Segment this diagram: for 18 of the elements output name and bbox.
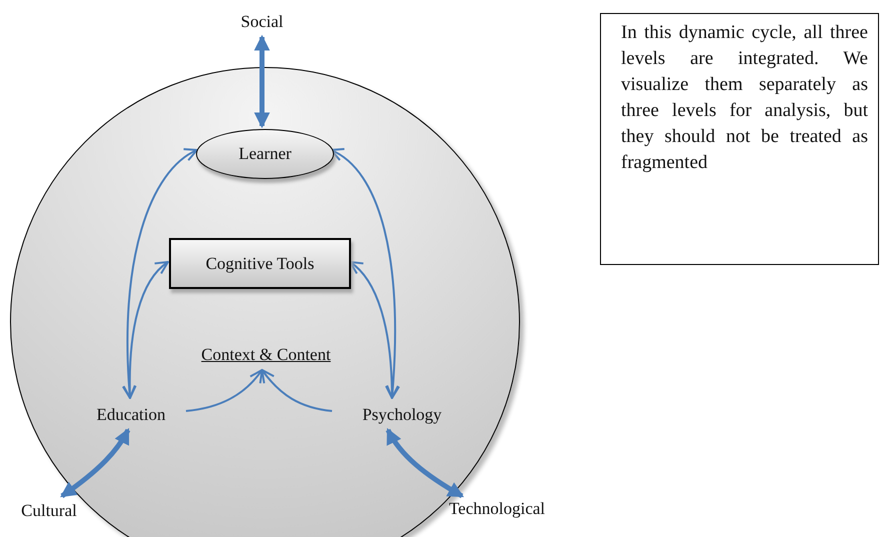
double-arrow [330, 149, 400, 399]
double-arrow [254, 34, 270, 128]
double-arrow [386, 428, 464, 498]
level-label: Education [83, 403, 179, 427]
double-arrow [122, 149, 198, 399]
double-arrow [60, 428, 130, 498]
arrow [186, 369, 263, 412]
double-arrow [122, 261, 169, 399]
arrow [261, 369, 332, 412]
note-box: In this dynamic cycle, all three levels are integrated. We visualize them separately as three levels for analysis, but they should not be treated as fragmented [600, 13, 879, 265]
level-label: Psychology [347, 403, 457, 427]
double-arrow [349, 261, 399, 399]
process-box: Cognitive Tools [169, 238, 351, 289]
level-label: Social [230, 10, 294, 34]
underlined-label: Context & Content [179, 343, 353, 367]
level-label: Technological [434, 497, 560, 521]
level-label: Cultural [12, 499, 86, 523]
ellipse-node: Learner [196, 129, 334, 179]
